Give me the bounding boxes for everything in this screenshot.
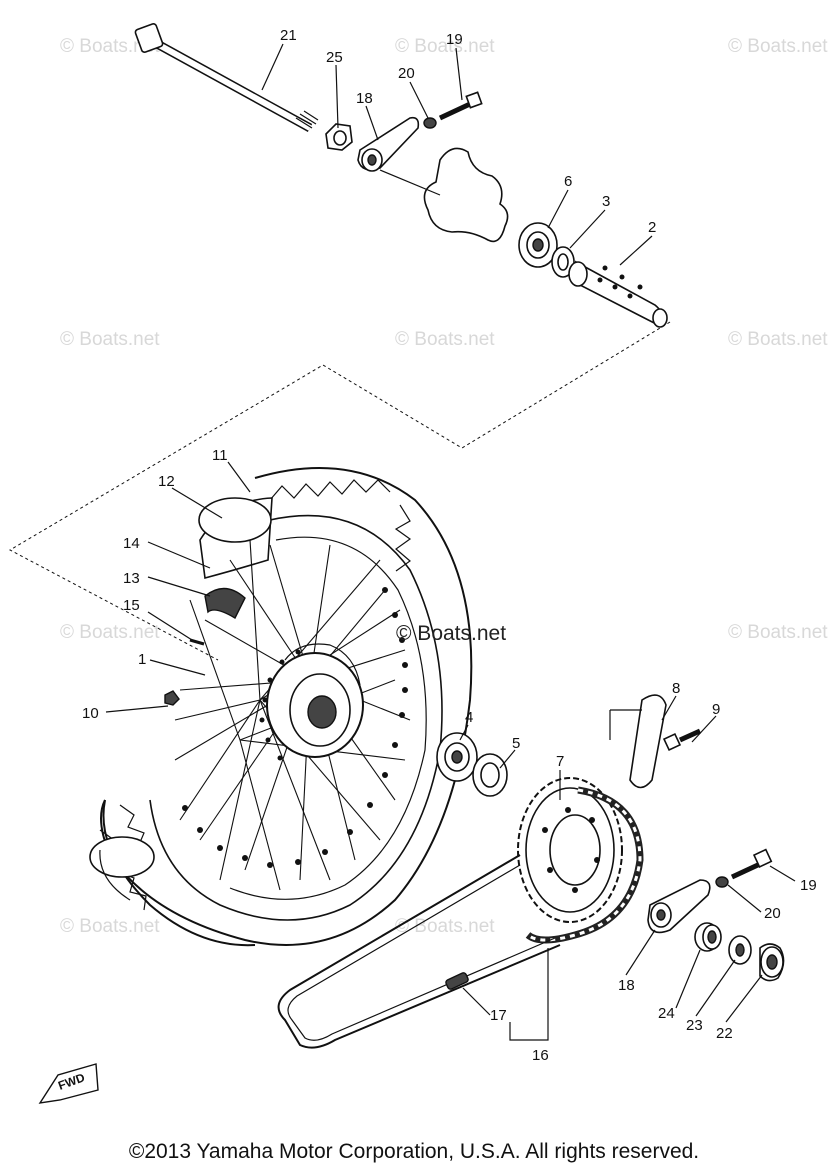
watermark: © Boats.net (395, 36, 495, 57)
bolt-part (730, 848, 773, 880)
fwd-arrow-icon: FWD (38, 1063, 99, 1104)
callout-17: 17 (490, 1007, 507, 1024)
callout-8: 8 (672, 680, 680, 697)
chain-adjuster-part (647, 879, 711, 934)
axle-part (134, 23, 319, 132)
chain-adjuster-part (357, 116, 420, 172)
wheel-seal-part (472, 753, 508, 797)
plate-part (629, 694, 667, 789)
drive-chain-part (277, 786, 644, 1049)
callout-25: 25 (326, 49, 343, 66)
watermark: © Boats.net (395, 329, 495, 350)
callout-5: 5 (512, 735, 520, 752)
callout-1: 1 (138, 651, 146, 668)
callout-21: 21 (280, 27, 297, 44)
copyright-text: ©2013 Yamaha Motor Corporation, U.S.A. A… (128, 1140, 700, 1163)
callout-6: 6 (564, 173, 572, 190)
callout-20: 20 (398, 65, 415, 82)
watermark: © Boats.net (728, 622, 828, 643)
washer-part (728, 935, 752, 965)
callout-20: 20 (764, 905, 781, 922)
assembly-guide-line (8, 321, 671, 661)
callout-22: 22 (716, 1025, 733, 1042)
callout-3: 3 (602, 193, 610, 210)
chain-joint-part (445, 972, 469, 990)
callout-15: 15 (123, 597, 140, 614)
callout-10: 10 (82, 705, 99, 722)
watermark: © Boats.net (60, 622, 160, 643)
watermark: © Boats.net (60, 329, 160, 350)
nut-part (715, 876, 729, 888)
callout-4: 4 (465, 709, 473, 726)
callout-12: 12 (158, 473, 175, 490)
axle-nut-part (759, 943, 785, 982)
caliper-bracket-part (423, 147, 509, 243)
collar-part (694, 922, 722, 952)
wheel-assembly (89, 466, 473, 947)
callout-18: 18 (618, 977, 635, 994)
callout-23: 23 (686, 1017, 703, 1034)
bearing-part (518, 222, 558, 268)
center-watermark: © Boats.net (396, 622, 506, 645)
callout-14: 14 (123, 535, 140, 552)
callout-2: 2 (648, 219, 656, 236)
spacer-part (568, 260, 668, 328)
callout-16: 16 (532, 1047, 549, 1064)
watermark: © Boats.net (60, 916, 160, 937)
watermark: © Boats.net (728, 36, 828, 57)
callout-19: 19 (446, 31, 463, 48)
bolt-part (662, 728, 702, 752)
callout-24: 24 (658, 1005, 675, 1022)
callout-7: 7 (556, 753, 564, 770)
callout-9: 9 (712, 701, 720, 718)
sprocket-part (517, 777, 623, 923)
axle-nut-part (325, 123, 353, 151)
callout-13: 13 (123, 570, 140, 587)
watermark: © Boats.net (728, 329, 828, 350)
callout-11: 11 (212, 447, 228, 464)
nut-part (423, 117, 437, 129)
callout-19: 19 (800, 877, 817, 894)
watermark: © Boats.net (395, 916, 495, 937)
wheel-bearing-part (436, 732, 478, 782)
oil-seal-part (551, 246, 575, 278)
watermark: © Boats.net (60, 36, 160, 57)
bolt-part (438, 91, 483, 121)
leader-lines (105, 43, 796, 1041)
callout-18: 18 (356, 90, 373, 107)
